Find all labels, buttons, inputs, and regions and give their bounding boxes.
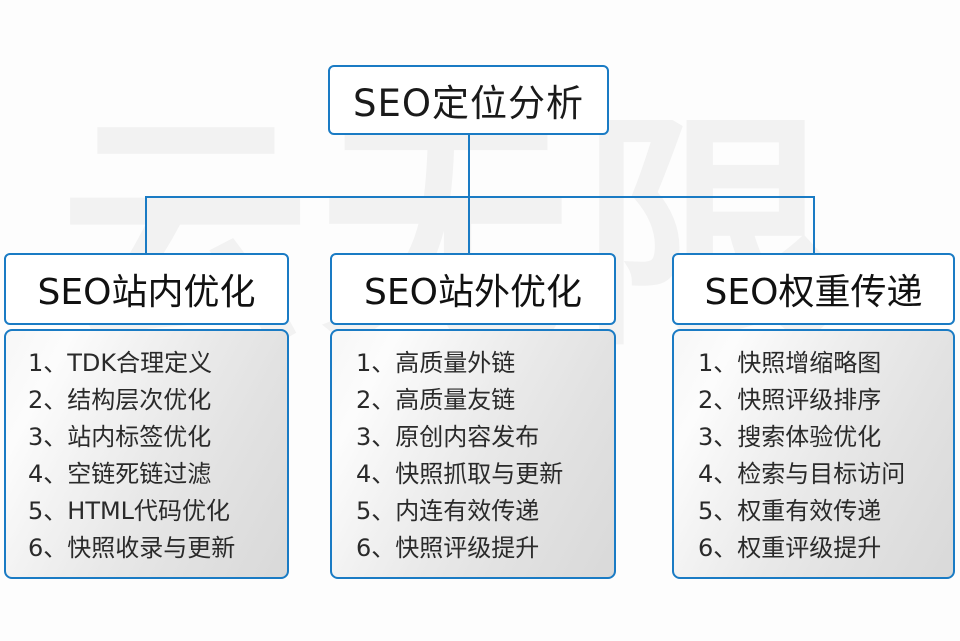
list-item: 3、站内标签优化: [28, 423, 212, 451]
list-item: 5、权重有效传递: [698, 497, 882, 525]
connector-horizontal-bus: [145, 196, 815, 198]
connector-root-stem: [468, 135, 470, 197]
item-list-seo-onsite: 1、TDK合理定义 2、结构层次优化 3、站内标签优化 4、空链死链过滤 5、H…: [6, 345, 287, 567]
list-item: 6、快照收录与更新: [28, 534, 236, 562]
branch-header-seo-offsite[interactable]: SEO站外优化: [330, 253, 616, 325]
list-item: 2、高质量友链: [356, 386, 516, 414]
list-item: 3、搜索体验优化: [698, 423, 882, 451]
branch-column-seo-onsite: SEO站内优化 1、TDK合理定义 2、结构层次优化 3、站内标签优化 4、空链…: [4, 253, 289, 579]
branch-column-seo-weight: SEO权重传递 1、快照增缩略图 2、快照评级排序 3、搜索体验优化 4、检索与…: [672, 253, 955, 579]
branch-header-seo-onsite[interactable]: SEO站内优化: [4, 253, 289, 325]
branch-title-seo-offsite: SEO站外优化: [364, 272, 582, 313]
connector-drop-right: [813, 196, 815, 253]
item-list-seo-offsite: 1、高质量外链 2、高质量友链 3、原创内容发布 4、快照抓取与更新 5、内连有…: [332, 345, 614, 567]
root-node-label: SEO定位分析: [353, 82, 584, 125]
branch-column-seo-offsite: SEO站外优化 1、高质量外链 2、高质量友链 3、原创内容发布 4、快照抓取与…: [330, 253, 616, 579]
list-item: 5、内连有效传递: [356, 497, 540, 525]
branch-title-seo-onsite: SEO站内优化: [37, 272, 256, 313]
list-item: 5、HTML代码优化: [28, 497, 231, 525]
list-item: 3、原创内容发布: [356, 423, 540, 451]
branch-body-seo-offsite: 1、高质量外链 2、高质量友链 3、原创内容发布 4、快照抓取与更新 5、内连有…: [330, 329, 616, 579]
branch-body-seo-onsite: 1、TDK合理定义 2、结构层次优化 3、站内标签优化 4、空链死链过滤 5、H…: [4, 329, 289, 579]
list-item: 2、结构层次优化: [28, 386, 212, 414]
list-item: 2、快照评级排序: [698, 386, 882, 414]
connector-drop-middle: [468, 196, 470, 253]
item-list-seo-weight: 1、快照增缩略图 2、快照评级排序 3、搜索体验优化 4、检索与目标访问 5、权…: [674, 345, 953, 567]
list-item: 4、检索与目标访问: [698, 460, 906, 488]
branch-body-seo-weight: 1、快照增缩略图 2、快照评级排序 3、搜索体验优化 4、检索与目标访问 5、权…: [672, 329, 955, 579]
list-item: 1、TDK合理定义: [28, 349, 213, 377]
list-item: 1、快照增缩略图: [698, 349, 882, 377]
root-node[interactable]: SEO定位分析: [328, 65, 609, 135]
list-item: 6、权重评级提升: [698, 534, 882, 562]
list-item: 6、快照评级提升: [356, 534, 540, 562]
branch-header-seo-weight[interactable]: SEO权重传递: [672, 253, 955, 325]
list-item: 4、快照抓取与更新: [356, 460, 564, 488]
list-item: 4、空链死链过滤: [28, 460, 212, 488]
branch-title-seo-weight: SEO权重传递: [704, 272, 923, 313]
list-item: 1、高质量外链: [356, 349, 516, 377]
connector-drop-left: [145, 196, 147, 253]
